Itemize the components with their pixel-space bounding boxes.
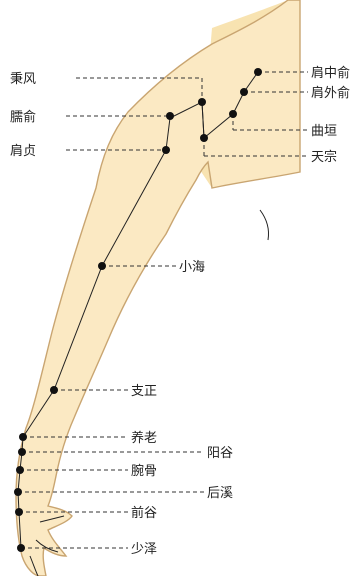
- guide-lines: [18, 71, 308, 549]
- label-tianzong: 天宗: [311, 149, 337, 165]
- point-shaoze: [17, 544, 25, 552]
- point-jianwaishu: [240, 88, 248, 96]
- arm-outline: [15, 0, 301, 576]
- label-bingfeng: 秉风: [10, 71, 36, 87]
- point-jianzhen: [162, 146, 170, 154]
- label-yanggu: 阳谷: [207, 446, 233, 461]
- point-yanggu: [18, 448, 26, 456]
- label-shaoze: 少泽: [131, 542, 157, 557]
- point-qiangu: [15, 508, 23, 516]
- label-wangu: 腕骨: [131, 463, 157, 479]
- point-xiaohai: [98, 262, 106, 270]
- label-houxi: 后溪: [207, 486, 233, 501]
- label-jianzhongshu: 肩中俞: [311, 65, 350, 81]
- label-jianwaishu: 肩外俞: [311, 85, 350, 101]
- point-houxi: [14, 488, 22, 496]
- point-tianzong: [200, 134, 208, 142]
- point-quyuan: [229, 110, 237, 118]
- label-quyuan: 曲垣: [311, 124, 337, 139]
- point-jianzhongshu: [254, 68, 262, 76]
- label-yanglao: 养老: [131, 430, 157, 446]
- acupoints: [14, 68, 262, 552]
- meridian-branch: [201, 101, 205, 139]
- finger-lines: [29, 515, 65, 576]
- point-wangu: [16, 466, 24, 474]
- label-zhizheng: 支正: [131, 384, 157, 399]
- label-naoshu: 臑俞: [10, 109, 36, 125]
- point-naoshu: [166, 112, 174, 120]
- labels: 秉风 臑俞 肩贞 肩中俞 肩外俞 曲垣 天宗 小海 支正 养老 阳谷 腕骨 后溪…: [10, 65, 350, 557]
- elbow-crease: [259, 209, 269, 241]
- point-yanglao: [19, 433, 27, 441]
- label-qiangu: 前谷: [131, 505, 157, 521]
- label-xiaohai: 小海: [179, 260, 205, 275]
- point-bingfeng: [198, 98, 206, 106]
- point-zhizheng: [50, 386, 58, 394]
- label-jianzhen: 肩贞: [10, 143, 36, 159]
